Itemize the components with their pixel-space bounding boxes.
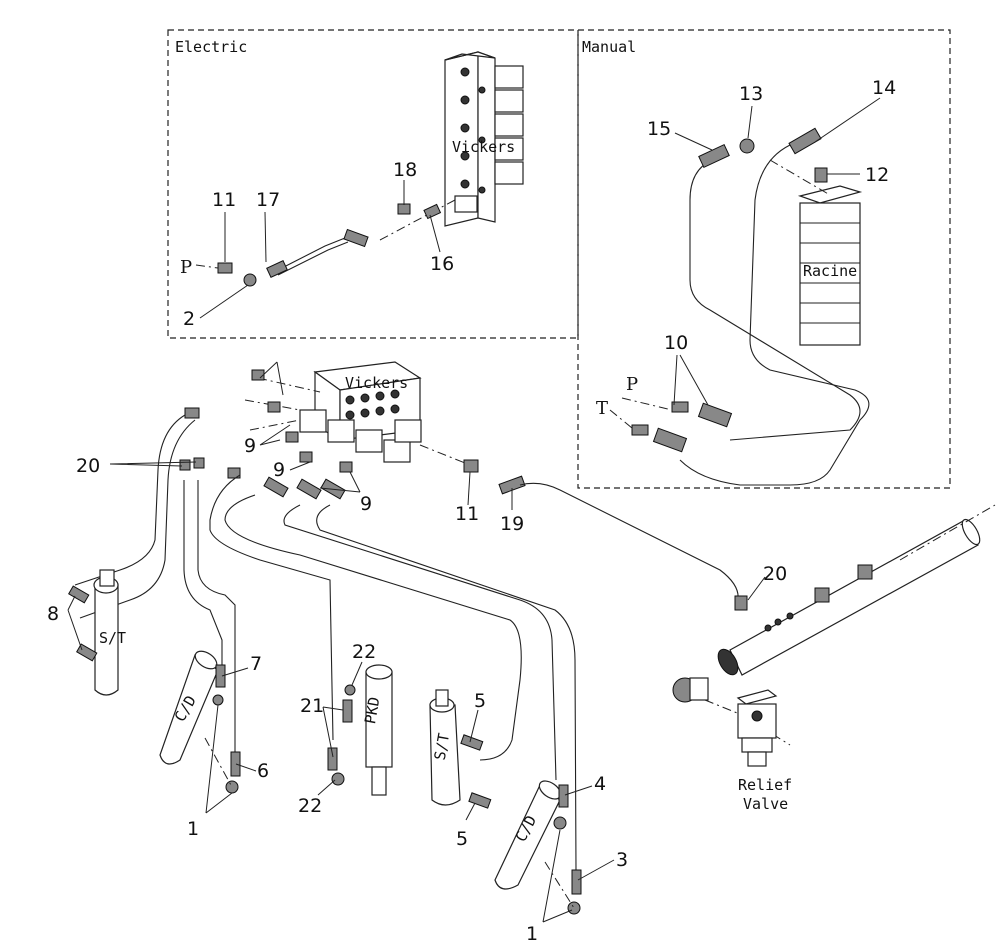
manual-section-box [577,29,951,489]
vickers-main-label: Vickers [345,374,408,392]
fitting-17 [266,260,288,278]
racine-label: Racine [803,262,857,280]
fitting-15 [698,143,730,169]
plug-18 [397,203,411,215]
fitting-16 [423,203,442,220]
cylinder-cd-left: C/D [159,650,219,765]
callout-5-bottom: 5 [456,828,468,850]
electric-center-line [379,199,456,241]
callout-11-electric: 11 [212,189,236,211]
callout-4: 4 [594,773,606,795]
callout-9a: 9 [244,435,256,457]
electric-section-label: Electric [175,38,247,56]
manual-section-label: Manual [582,38,636,56]
hose-to-pkd [209,474,334,741]
port-p-manual: P [626,374,638,395]
elbow-14 [788,127,822,155]
callout-1-right: 1 [526,923,538,945]
hose-to-st-left [74,414,186,586]
hose-to-relief [519,482,739,601]
callout-1-left: 1 [187,818,199,840]
manual-p-fittings [671,401,733,428]
fitting-6 [230,751,241,777]
callouts: 11 17 2 18 16 13 14 15 12 10 9 9 9 20 11… [47,77,896,945]
cyl-st-mid-label: S/T [431,732,453,762]
port-t-manual: T [596,398,608,419]
cylinder-st-mid: S/T [429,689,461,806]
fitting-12 [814,167,828,183]
callout-20-right: 20 [763,563,787,585]
callout-9c: 9 [360,493,372,515]
relief-valve [736,689,778,767]
hose-to-cd-right-3 [316,504,577,871]
fitting-3 [571,869,582,895]
fitting-4 [558,784,569,808]
manual-hose-1 [689,159,861,441]
callout-10: 10 [664,332,688,354]
callout-8: 8 [47,603,59,625]
fittings-5 [460,734,492,809]
cylinder-pkd: PKD [361,664,393,796]
p-port-lead-electric [195,264,219,269]
fitting-7 [215,664,226,688]
vickers-valve-main: Vickers [299,361,422,463]
callout-15: 15 [647,118,671,140]
electric-pressure-line [277,237,346,271]
elbow-relief-left [672,677,709,703]
callout-6: 6 [257,760,269,782]
fitting-11-electric [217,262,233,274]
relief-valve-label-2: Valve [743,795,788,813]
elbows-1-left [212,694,239,794]
callout-22-top: 22 [352,641,376,663]
vickers-electric-label: Vickers [452,138,515,156]
callout-7: 7 [250,653,262,675]
elbow-near-vickers [343,228,369,248]
cylinder-cd-right: C/D [494,780,562,890]
callout-18: 18 [393,159,417,181]
callout-3: 3 [616,849,628,871]
callout-16: 16 [430,253,454,275]
leader-lines [67,97,881,923]
fitting-11-main [463,459,479,473]
callout-5-top: 5 [474,690,486,712]
callout-17: 17 [256,189,280,211]
callout-21: 21 [300,695,324,717]
cyl-pkd-label: PKD [361,695,383,725]
cylinder-st-left: S/T [93,569,126,696]
fittings-20-top [179,369,265,471]
callout-12: 12 [865,164,889,186]
callout-20-left: 20 [76,455,100,477]
manual-center-line-top [769,159,831,196]
callout-14: 14 [872,77,896,99]
relief-valve-label-1: Relief [738,776,792,794]
manual-t-fittings [631,424,688,453]
callout-22-bottom: 22 [298,795,322,817]
hose-to-cd-left [183,480,223,670]
hose-to-st-mid [224,494,522,761]
callout-2: 2 [183,308,195,330]
racine-valve: Racine [797,185,863,346]
port-p-electric: P [180,257,192,278]
callout-9b: 9 [273,459,285,481]
relief-manifold-pipe [717,504,996,676]
fittings-9 [227,401,353,500]
vickers-valve-electric: Vickers [444,51,524,227]
elbow-13 [739,138,755,154]
callout-11-main: 11 [455,503,479,525]
elbow-19 [498,475,526,495]
hose-to-cd-right-4 [283,504,557,781]
callout-13: 13 [739,83,763,105]
elbows-1-right [553,816,581,915]
callout-19: 19 [500,513,524,535]
cyl-st-left-label: S/T [99,629,126,647]
fittings-21-22 [327,684,356,786]
elbow-2 [243,273,257,287]
manual-hose-2 [679,144,870,486]
